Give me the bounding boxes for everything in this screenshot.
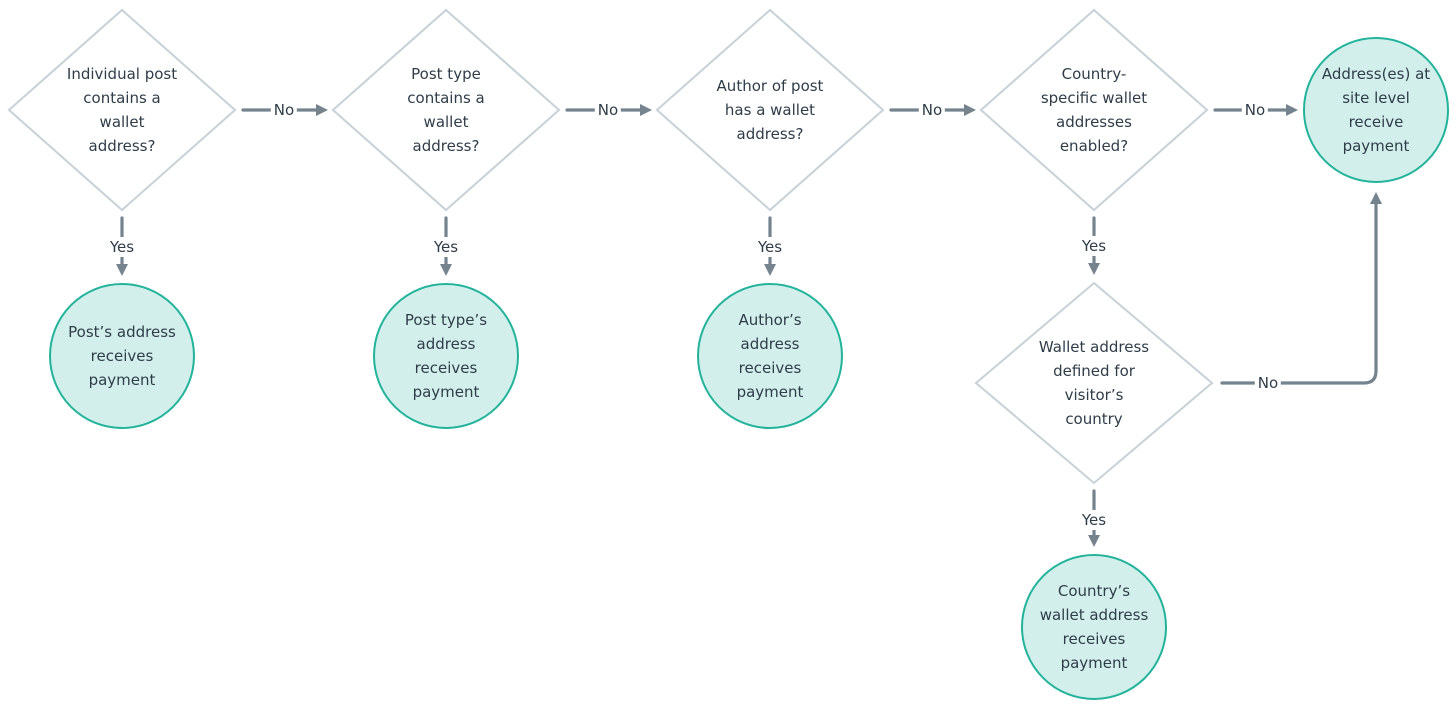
edge-label-yes-1: Yes	[106, 237, 138, 257]
arrowhead-yes-2	[440, 264, 452, 276]
outcome-author-address-text: Author’s address receives payment	[736, 311, 804, 401]
decision-individual-post-shape	[7, 8, 237, 212]
edge-label-yes-5: Yes	[1078, 510, 1110, 530]
edge-label-no-1: No	[270, 100, 298, 120]
decision-country-enabled-text: Country- specific wallet addresses enabl…	[1040, 65, 1148, 155]
outcome-post-type-address-text: Post type’s address receives payment	[404, 311, 488, 401]
edge-label-yes-3: Yes	[754, 237, 786, 257]
arrowhead-no-1	[316, 104, 328, 116]
outcome-country-address-shape	[1021, 554, 1167, 700]
decision-country-defined-text: Wallet address defined for visitor’s cou…	[1038, 338, 1150, 428]
outcome-site-level-shape	[1303, 37, 1449, 183]
arrowhead-yes-4	[1088, 263, 1100, 275]
edge-label-no-4: No	[1241, 100, 1269, 120]
arrowhead-no-5	[1370, 192, 1382, 204]
outcome-country-address-text: Country’s wallet address receives paymen…	[1039, 582, 1149, 672]
outcome-site-level-text: Address(es) at site level receive paymen…	[1321, 65, 1431, 155]
decision-author-shape	[655, 8, 885, 212]
outcome-post-address-text: Post’s address receives payment	[68, 323, 176, 389]
decision-post-type-shape	[331, 8, 561, 212]
arrowhead-yes-3	[764, 264, 776, 276]
connector-no-5	[1220, 202, 1378, 385]
edge-label-no-2: No	[594, 100, 622, 120]
arrowhead-yes-5	[1088, 535, 1100, 547]
outcome-post-type-address-shape	[373, 283, 519, 429]
edge-label-yes-4: Yes	[1078, 236, 1110, 256]
decision-author-text: Author of post has a wallet address?	[716, 77, 824, 143]
arrowhead-yes-1	[116, 264, 128, 276]
outcome-post-address-shape	[49, 283, 195, 429]
decision-country-defined-shape	[974, 281, 1214, 485]
edge-label-no-5: No	[1254, 373, 1282, 393]
edge-label-yes-2: Yes	[430, 237, 462, 257]
edge-label-no-3: No	[918, 100, 946, 120]
arrowhead-no-2	[640, 104, 652, 116]
outcome-author-address-shape	[697, 283, 843, 429]
decision-post-type-text: Post type contains a wallet address?	[407, 65, 485, 155]
decision-country-enabled-shape	[979, 8, 1209, 212]
decision-individual-post-text: Individual post contains a wallet addres…	[66, 65, 178, 155]
arrowhead-no-4	[1286, 104, 1298, 116]
arrowhead-no-3	[964, 104, 976, 116]
